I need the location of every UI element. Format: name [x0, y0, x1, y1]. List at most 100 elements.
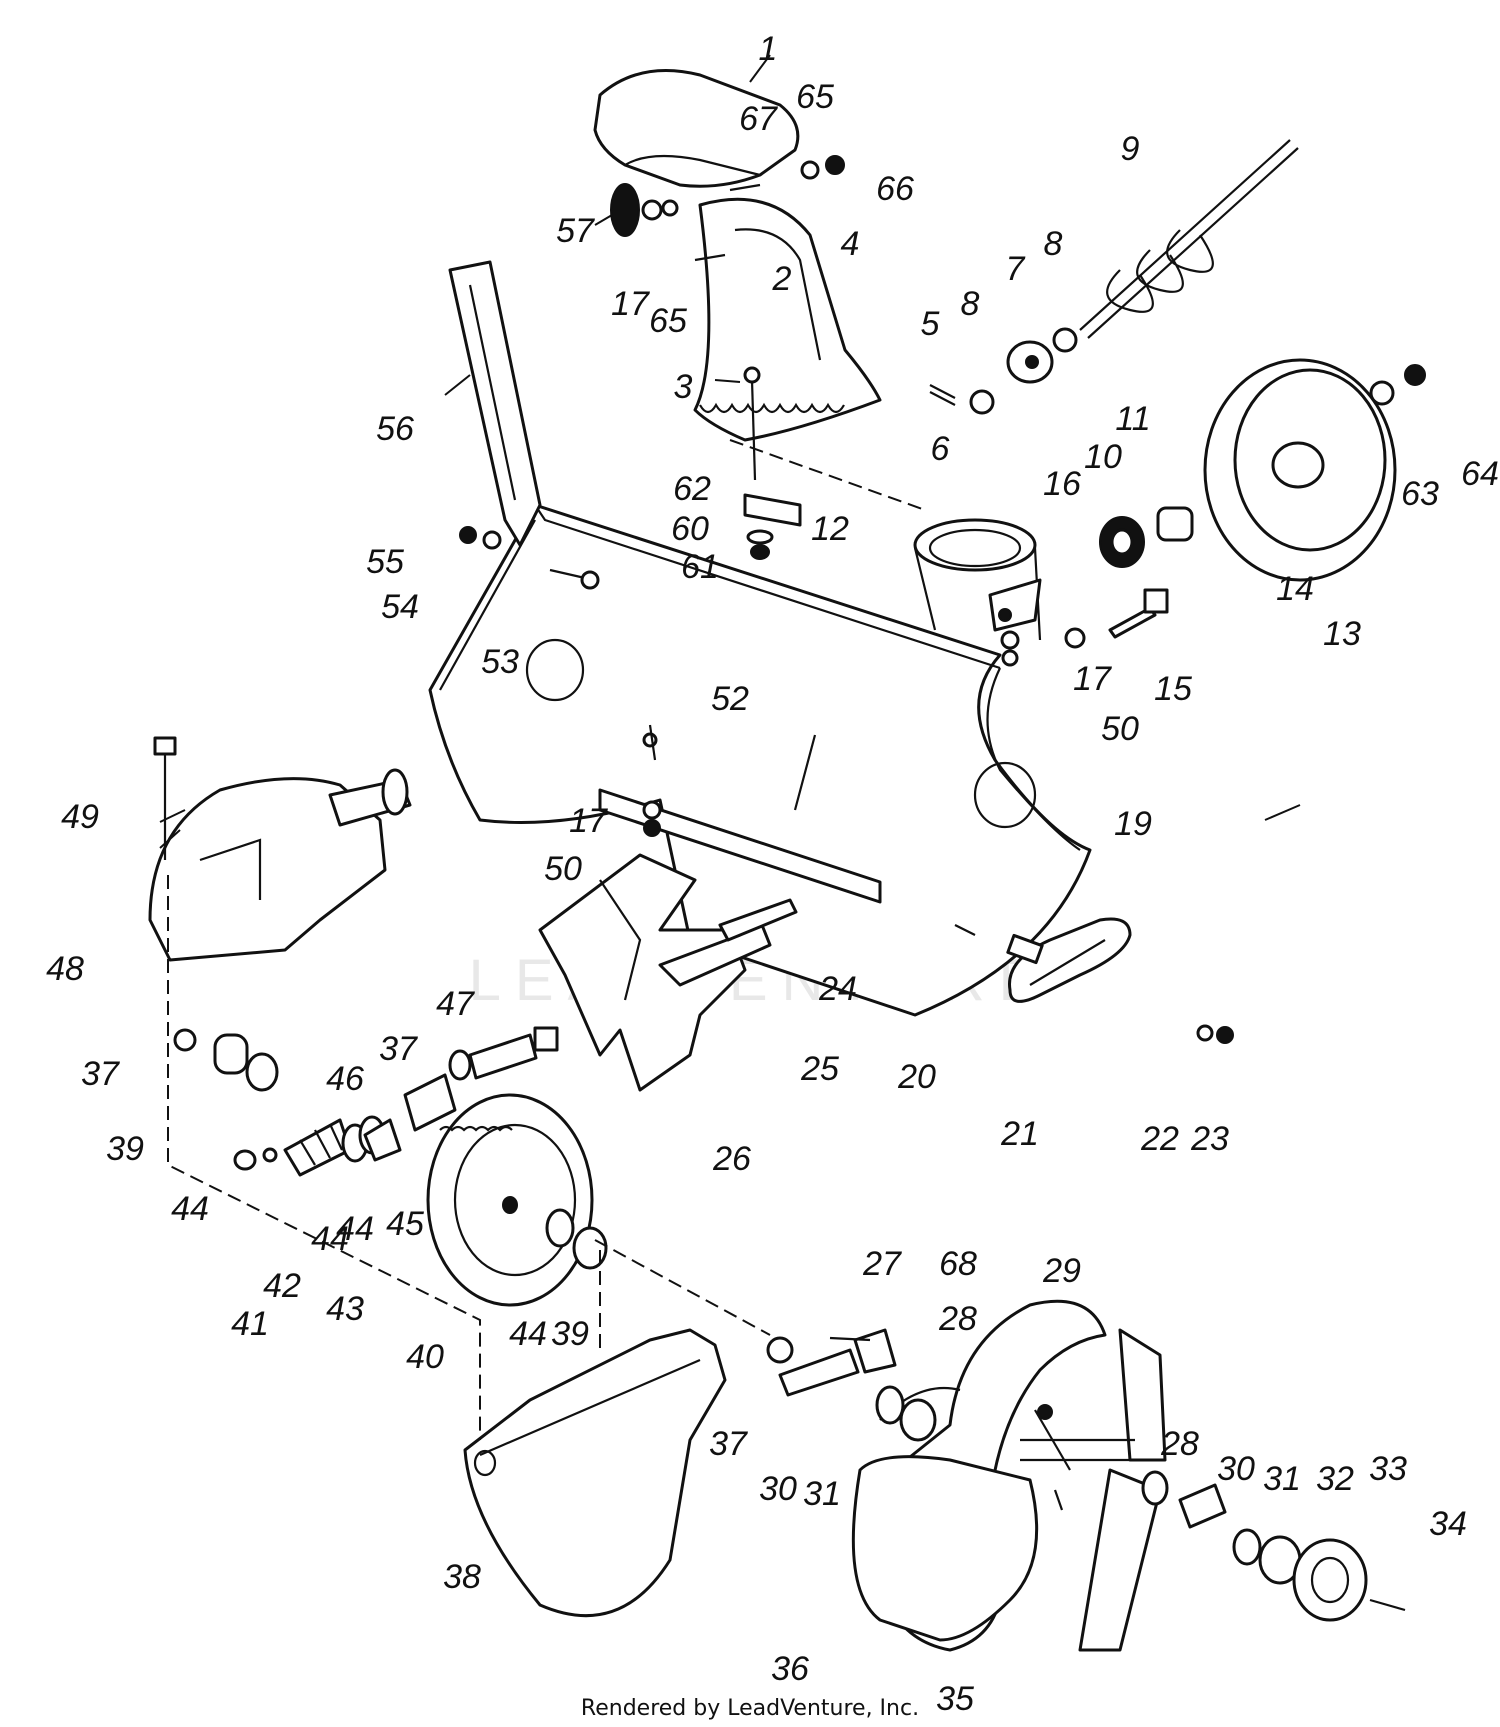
callout-41: 41: [231, 1305, 269, 1343]
callout-64: 64: [1461, 455, 1499, 493]
callout-labels: 1 2 3 4 5 6 7 8 8 9 10 11 12 13 14 15 16…: [46, 30, 1499, 1718]
callout-44b: 44: [336, 1210, 374, 1248]
callout-67: 67: [739, 100, 778, 138]
callout-2: 2: [772, 260, 792, 298]
callout-17c: 17: [569, 802, 608, 840]
callout-26: 26: [712, 1140, 751, 1178]
callout-11: 11: [1115, 400, 1150, 438]
callout-56: 56: [376, 410, 414, 448]
callout-30b: 30: [1217, 1450, 1255, 1488]
callout-60: 60: [671, 510, 709, 548]
callout-42: 42: [263, 1267, 301, 1305]
callout-37a: 37: [81, 1055, 120, 1093]
housing-chute-opening: [913, 518, 1037, 572]
callout-68: 68: [939, 1245, 977, 1283]
crank-knob: [610, 183, 640, 237]
nut-66: [825, 155, 845, 175]
callout-36: 36: [771, 1650, 809, 1688]
bracket-12: [988, 578, 1042, 632]
callout-38: 38: [443, 1558, 481, 1596]
gear-case-rear: [463, 1328, 727, 1618]
spacer-46: [403, 1073, 457, 1132]
callout-7: 7: [1006, 250, 1026, 288]
callout-25: 25: [800, 1050, 839, 1088]
part-drawings: [148, 69, 1426, 1652]
shear-pin-tube: [778, 1348, 860, 1397]
callout-24: 24: [818, 970, 857, 1008]
callout-9: 9: [1121, 130, 1140, 168]
callout-55: 55: [366, 543, 404, 581]
callout-15: 15: [1154, 670, 1192, 708]
callout-17a: 17: [611, 285, 650, 323]
callout-54: 54: [381, 588, 419, 626]
callout-5: 5: [921, 305, 940, 343]
footer-credit: Rendered by LeadVenture, Inc.: [581, 1696, 919, 1721]
callout-31a: 31: [803, 1475, 841, 1513]
callout-33: 33: [1369, 1450, 1407, 1488]
callout-39b: 39: [551, 1315, 589, 1353]
callout-52: 52: [711, 680, 749, 718]
callout-35: 35: [936, 1680, 974, 1718]
shaft-47: [468, 1033, 538, 1080]
bearing-flange: [1292, 1538, 1368, 1622]
callout-57: 57: [556, 212, 595, 250]
ring-guide-62: [743, 493, 802, 527]
callout-49: 49: [61, 798, 99, 836]
callout-65a: 65: [796, 78, 834, 116]
callout-3: 3: [674, 368, 693, 406]
callout-45: 45: [386, 1205, 424, 1243]
callout-66: 66: [876, 170, 914, 208]
callout-28b: 28: [1160, 1425, 1199, 1463]
callout-62: 62: [673, 470, 711, 508]
washer-65: [800, 160, 820, 180]
auger-blade: [1118, 1328, 1167, 1462]
callout-16: 16: [1043, 465, 1081, 503]
callout-39a: 39: [106, 1130, 144, 1168]
callout-43: 43: [326, 1290, 364, 1328]
callout-4: 4: [841, 225, 860, 263]
callout-10: 10: [1084, 438, 1122, 476]
discharge-chute: [693, 197, 882, 442]
scraper-bar: [598, 788, 882, 904]
assembly-lines: [159, 54, 1301, 1440]
callout-31b: 31: [1263, 1460, 1301, 1498]
callout-50b: 50: [544, 850, 582, 888]
spacer-11: [1156, 506, 1194, 542]
callout-13: 13: [1323, 615, 1361, 653]
callout-21: 21: [1000, 1115, 1039, 1153]
callout-19: 19: [1114, 805, 1152, 843]
callout-29: 29: [1042, 1252, 1081, 1290]
knob-washer: [641, 199, 663, 221]
callout-44c: 44: [509, 1315, 547, 1353]
callout-6: 6: [931, 430, 950, 468]
impeller: [538, 853, 747, 1092]
callout-63: 63: [1401, 475, 1439, 513]
callout-23: 23: [1190, 1120, 1229, 1158]
auger-housing: [428, 503, 1092, 1017]
callout-61: 61: [681, 548, 719, 586]
callout-27: 27: [862, 1245, 902, 1283]
callout-12: 12: [811, 510, 849, 548]
callout-1: 1: [759, 30, 778, 68]
callout-47: 47: [436, 985, 475, 1023]
callout-37c: 37: [709, 1425, 748, 1463]
callout-48: 48: [46, 950, 84, 988]
callout-44d: 44: [311, 1220, 349, 1258]
snap-ring-37: [173, 1028, 197, 1052]
callout-8b: 8: [961, 285, 980, 323]
callout-37b: 37: [379, 1030, 418, 1068]
callout-34: 34: [1429, 1505, 1467, 1543]
callout-46: 46: [326, 1060, 364, 1098]
callout-17b: 17: [1073, 660, 1112, 698]
callout-40: 40: [406, 1338, 444, 1376]
callout-8a: 8: [1044, 225, 1063, 263]
callout-30a: 30: [759, 1470, 797, 1508]
callout-20: 20: [897, 1058, 936, 1096]
callout-32: 32: [1316, 1460, 1354, 1498]
callout-22: 22: [1140, 1120, 1179, 1158]
callout-28a: 28: [938, 1300, 977, 1338]
bolt-15: [1108, 606, 1157, 639]
callout-53: 53: [481, 643, 519, 681]
callout-65b: 65: [649, 302, 687, 340]
